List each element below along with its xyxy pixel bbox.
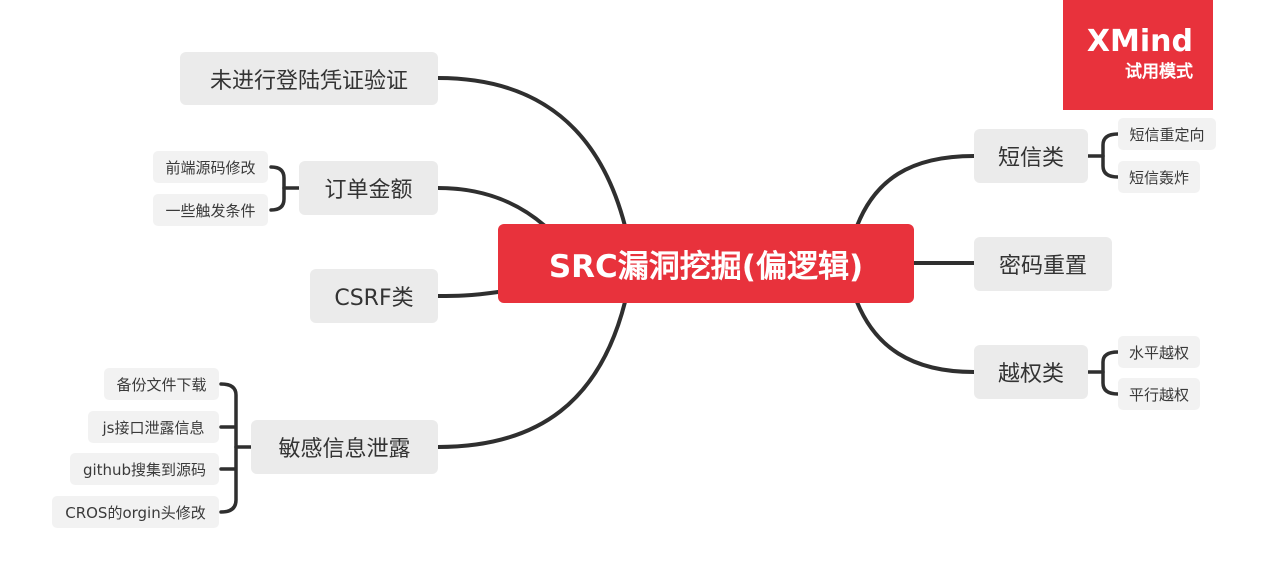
topic-csrf[interactable]: CSRF类 <box>310 269 438 323</box>
topic-info-leak[interactable]: 敏感信息泄露 <box>251 420 438 474</box>
subtopic-trigger-conditions[interactable]: 一些触发条件 <box>153 194 268 226</box>
connector-login-verify <box>436 76 627 228</box>
topic-sms[interactable]: 短信类 <box>974 129 1088 183</box>
subtopic-frontend-source-modify[interactable]: 前端源码修改 <box>153 151 268 183</box>
subtopic-sms-redirect[interactable]: 短信重定向 <box>1118 118 1216 150</box>
bracket-privilege-arms <box>1101 350 1120 396</box>
bracket-sms-arms <box>1101 132 1120 179</box>
topic-privilege[interactable]: 越权类 <box>974 345 1088 399</box>
topic-login-verify[interactable]: 未进行登陆凭证验证 <box>180 52 438 105</box>
topic-order-amount[interactable]: 订单金额 <box>299 161 438 215</box>
xmind-trial-watermark: XMind 试用模式 <box>1063 0 1213 110</box>
xmind-logo: XMind <box>1086 24 1193 59</box>
root-topic[interactable]: SRC漏洞挖掘(偏逻辑) <box>498 224 914 303</box>
connector-order-amount <box>436 186 547 228</box>
subtopic-horizontal-privilege[interactable]: 水平越权 <box>1118 336 1200 368</box>
subtopic-github-source[interactable]: github搜集到源码 <box>70 453 219 485</box>
bracket-order-amount-arms <box>269 165 286 212</box>
subtopic-backup-download[interactable]: 备份文件下载 <box>104 368 219 400</box>
subtopic-parallel-privilege[interactable]: 平行越权 <box>1118 378 1200 410</box>
subtopic-sms-bombing[interactable]: 短信轰炸 <box>1118 161 1200 193</box>
bracket-info-leak-arms <box>219 382 238 514</box>
connector-info-leak <box>436 300 627 449</box>
topic-password-reset[interactable]: 密码重置 <box>974 237 1112 291</box>
trial-mode-label: 试用模式 <box>1125 62 1193 82</box>
connector-csrf <box>436 290 500 298</box>
connector-sms <box>855 154 976 228</box>
connector-privilege <box>855 300 976 374</box>
subtopic-cors-origin[interactable]: CROS的orgin头修改 <box>52 496 219 528</box>
subtopic-js-api-leak[interactable]: js接口泄露信息 <box>88 411 219 443</box>
